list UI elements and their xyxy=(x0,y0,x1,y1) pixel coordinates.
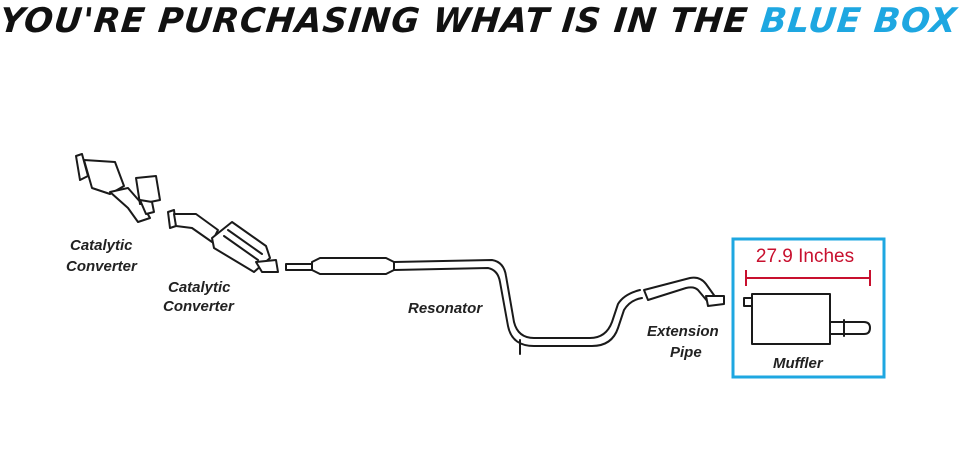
label-line: Converter xyxy=(66,258,138,275)
muffler xyxy=(743,293,871,345)
dimension-marker xyxy=(745,270,871,286)
blue-box xyxy=(731,237,886,379)
label-catalytic-converter-1: Catalytic Converter xyxy=(66,237,138,275)
label-line: Extension xyxy=(647,323,719,340)
label-line: Catalytic xyxy=(168,279,231,296)
label-line: Pipe xyxy=(670,344,702,361)
extension-pipe xyxy=(643,276,725,307)
dimension-label: 27.9 Inches xyxy=(756,246,854,267)
label-catalytic-converter-2: Catalytic Converter xyxy=(163,279,235,315)
catalytic-converter-rear xyxy=(167,209,279,273)
label-resonator: Resonator xyxy=(408,300,483,317)
label-muffler: Muffler xyxy=(773,355,824,372)
catalytic-converter-front xyxy=(75,153,161,223)
label-line: Catalytic xyxy=(70,237,133,254)
label-line: Converter xyxy=(163,298,235,315)
label-extension-pipe: Extension Pipe xyxy=(647,323,723,361)
resonator xyxy=(285,257,643,355)
